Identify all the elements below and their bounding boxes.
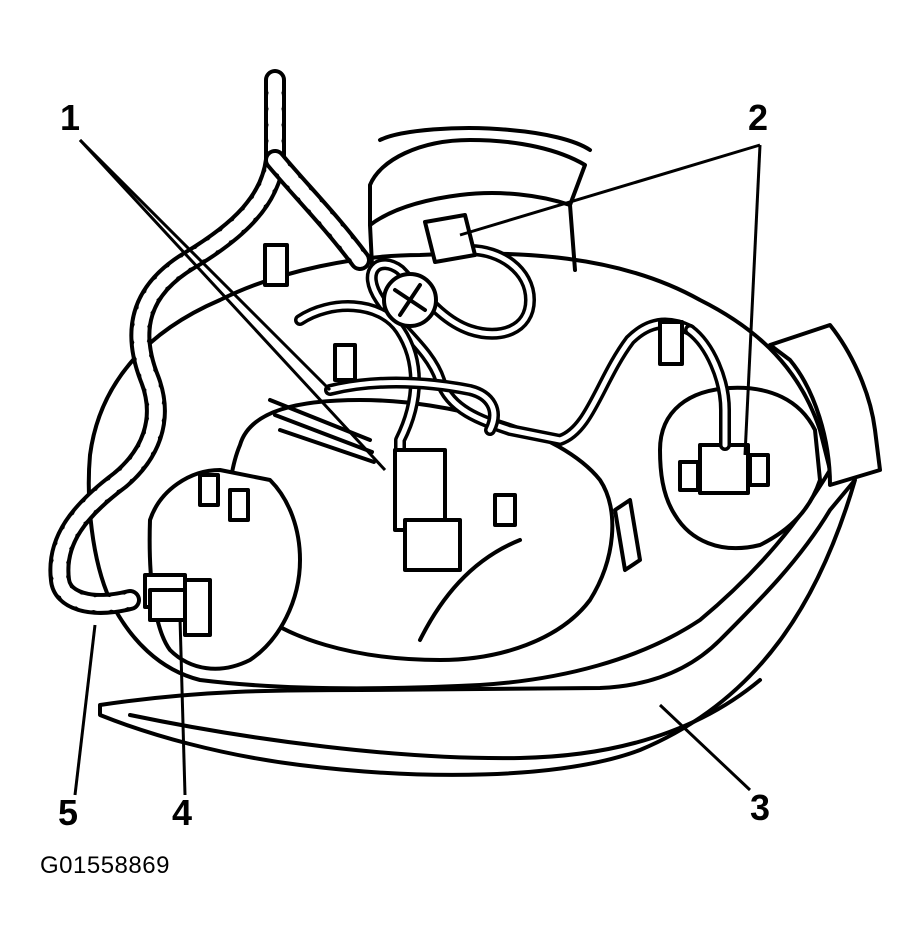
retaining-clip [493,493,642,572]
harness-clip [263,243,684,366]
callout-3: 3 [750,787,771,828]
callout-5: 5 [58,792,79,833]
leader-lines [73,138,762,796]
pump-connector-housing [143,468,302,671]
sender-bracket [658,323,882,551]
callout-4: 4 [172,792,193,833]
corrugated-hose [48,69,371,615]
figure-id: G01558869 [40,852,170,879]
callout-1: 1 [60,97,81,138]
upper-electrical-connector [382,213,477,328]
pump-terminal-block [268,343,462,572]
callout-2: 2 [748,97,769,138]
